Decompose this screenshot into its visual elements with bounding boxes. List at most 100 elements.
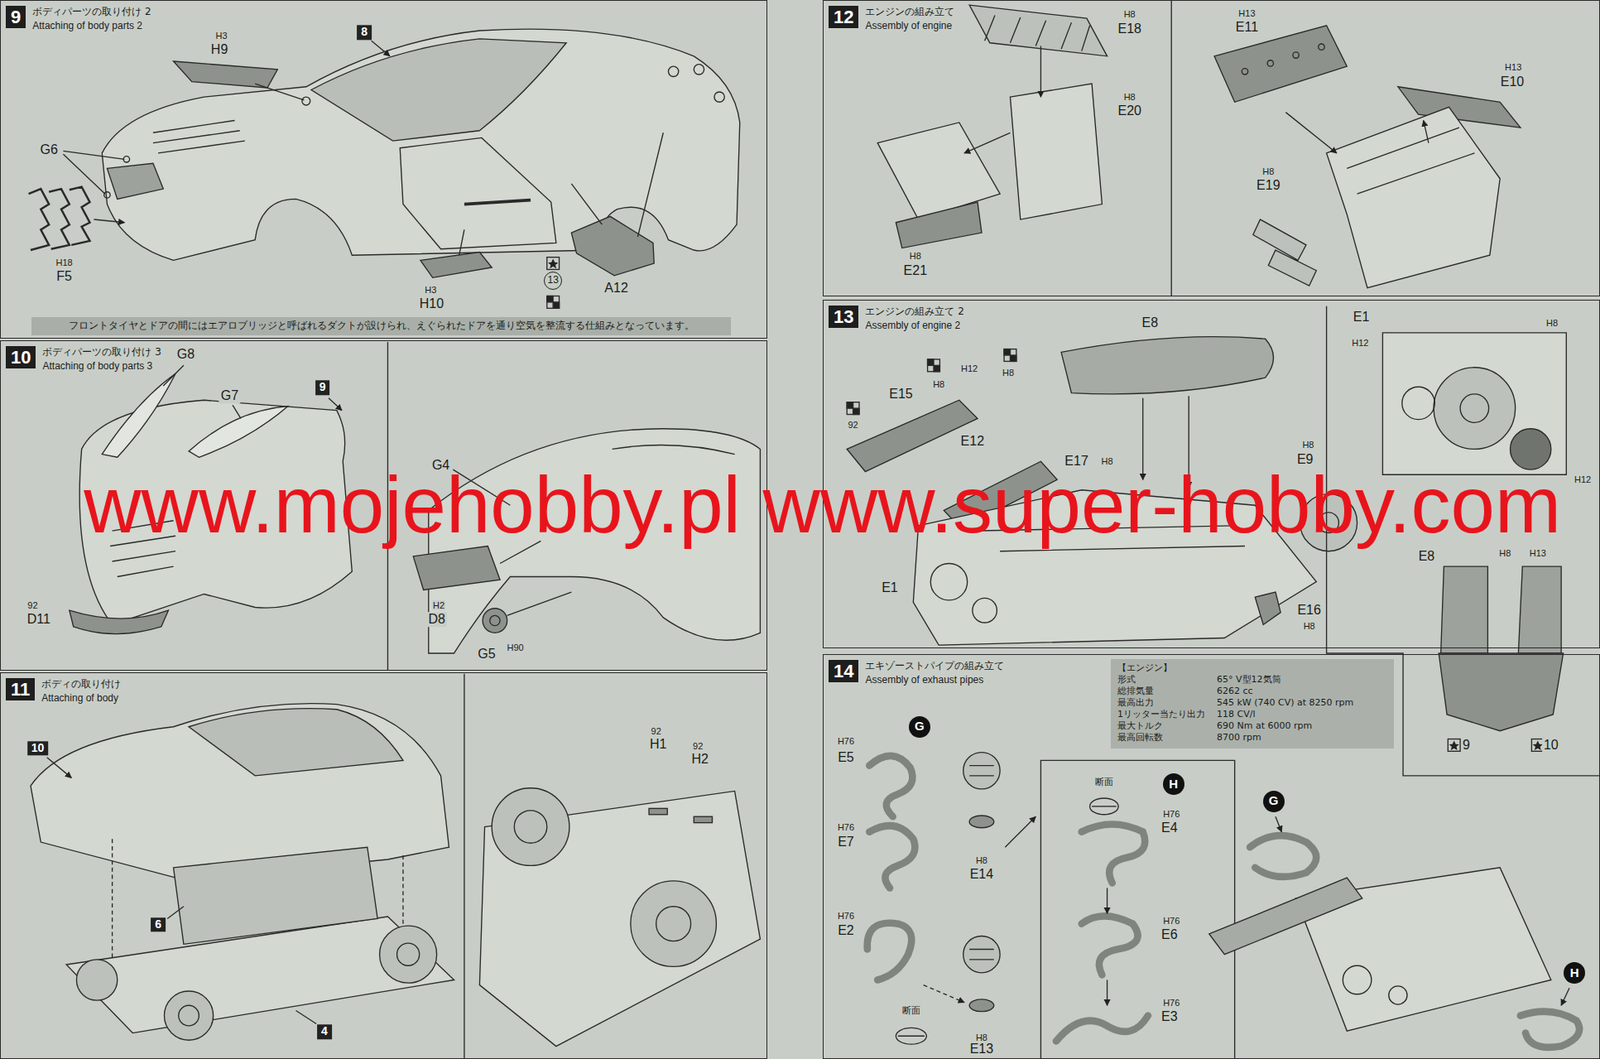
step-number: 10	[5, 345, 36, 369]
table-cell: 最大トルク	[1117, 720, 1163, 731]
part-label: E19	[1254, 178, 1282, 194]
group-marker: H	[1162, 773, 1185, 795]
step-title: ボディパーツの取り付け 2	[32, 5, 151, 18]
part-number-tag: H3	[214, 30, 228, 41]
part-number-tag: H12	[960, 363, 979, 374]
part-number-tag: H8	[975, 1031, 989, 1042]
part-label: E5	[836, 749, 856, 765]
table-cell: 形式	[1117, 673, 1136, 685]
part-label: G8	[175, 346, 197, 362]
part-number-tag: 92	[846, 419, 859, 430]
spec-table: 【エンジン】形式65° V型12気筒総排気量6262 cc最高出力545 kW …	[1110, 658, 1394, 749]
callout-number: 10	[27, 740, 49, 755]
part-number-tag: H76	[1162, 997, 1181, 1008]
part-label: E11	[1234, 19, 1260, 35]
part-number-tag: H8	[1302, 620, 1317, 631]
table-cell: 6262 cc	[1216, 685, 1254, 697]
part-label: D11	[25, 612, 53, 628]
step-panel: 14 エキゾーストパイプの組み立てAssembly of exhaust pipe…	[822, 653, 1600, 1059]
callout-number: 9	[315, 380, 331, 395]
part-label: E6	[1159, 927, 1180, 942]
watermark: www.mojehobby.pl www.super-hobby.com	[83, 461, 1562, 549]
part-number-tag: H8	[908, 250, 923, 261]
group-marker: G	[1263, 790, 1285, 813]
table-cell: 118 CV/l	[1216, 708, 1255, 720]
part-label: H1	[648, 736, 668, 752]
part-label: E1	[879, 580, 900, 596]
part-number-tag: H76	[836, 735, 856, 746]
part-number-tag: H90	[505, 642, 524, 653]
table-cell: 8700 rpm	[1216, 731, 1262, 743]
part-label: A12	[602, 280, 630, 296]
callout-number: 6	[150, 917, 166, 932]
part-number-tag: 92	[650, 725, 663, 736]
part-label: E2	[836, 922, 856, 938]
step-number: 12	[828, 5, 859, 29]
step-number: 11	[5, 677, 35, 701]
step-panel: 12エンジンの組み立てAssembly of engine	[822, 0, 1600, 297]
part-number-tag: H8	[1001, 367, 1015, 378]
part-label: E14	[968, 867, 995, 883]
table-cell: 1リッター当たり出力	[1117, 708, 1206, 720]
part-number-tag: 92	[691, 740, 704, 751]
part-label: 9	[1460, 737, 1472, 753]
part-number-tag: H76	[1162, 915, 1181, 926]
part-label: D8	[426, 612, 447, 628]
step-panel: 9ボディパーツの取り付け 2Attaching of body parts 2フ…	[0, 0, 768, 339]
step-title-en: Assembly of engine 2	[864, 319, 961, 332]
table-cell: 690 Nm at 6000 rpm	[1216, 720, 1312, 731]
step-title-en: Attaching of body parts 3	[42, 360, 153, 372]
part-label: E3	[1159, 1009, 1180, 1024]
step-title: エキゾーストパイプの組み立て	[864, 659, 1005, 672]
part-number-tag: H8	[1261, 166, 1275, 177]
step-title-en: Assembly of exhaust pipes	[864, 673, 984, 686]
part-number-tag: H13	[1528, 547, 1548, 558]
group-marker: H	[1563, 961, 1586, 984]
part-label: E8	[1140, 315, 1161, 331]
part-number-tag: H13	[1503, 62, 1523, 73]
part-number-tag: H3	[423, 284, 438, 295]
step-title: エンジンの組み立て	[864, 5, 955, 18]
part-label: E10	[1499, 74, 1526, 90]
part-label: E8	[1417, 548, 1437, 564]
part-number-tag: H76	[1162, 807, 1181, 818]
table-cell: 545 kW (740 CV) at 8250 rpm	[1216, 696, 1354, 708]
table-cell: 総排気量	[1117, 685, 1154, 697]
part-label: G5	[475, 646, 497, 662]
callout-number: 4	[317, 1024, 332, 1039]
part-label: H10	[418, 297, 446, 313]
part-label: G7	[219, 389, 241, 404]
step-number: 13	[828, 305, 859, 328]
part-number-tag: 92	[26, 600, 39, 611]
part-number-tag: H8	[1498, 547, 1512, 558]
part-number-tag: H18	[55, 257, 74, 268]
step-title-en: Attaching of body	[41, 691, 119, 704]
part-label: E21	[902, 263, 929, 279]
part-label: E18	[1115, 21, 1143, 37]
part-number-tag: H8	[975, 855, 989, 865]
part-number-tag: H13	[1237, 8, 1256, 19]
part-number-tag: 断面	[1094, 776, 1115, 787]
part-number-tag: H8	[932, 378, 946, 389]
part-number-tag: H12	[1573, 474, 1592, 485]
part-number-tag: 断面	[901, 1004, 922, 1015]
step-number: 14	[828, 659, 859, 683]
part-label: F5	[54, 269, 74, 284]
part-number-tag: H8	[1123, 91, 1137, 102]
callout-number: 8	[356, 25, 372, 40]
table-cell: 最高回転数	[1117, 731, 1163, 743]
table-cell: 65° V型12気筒	[1216, 673, 1282, 685]
note-text: フロントタイヤとドアの間にはエアロブリッジと呼ばれるダクトが設けられ、えぐられた…	[36, 319, 726, 333]
part-number-tag: H76	[836, 821, 856, 832]
step-title: エンジンの組み立て 2	[864, 305, 964, 318]
part-label: E1	[1351, 310, 1372, 326]
step-title: ボディの取り付け	[41, 677, 121, 690]
part-label: G6	[38, 142, 60, 158]
step-ref: 13	[543, 271, 563, 290]
note-band: フロントタイヤとドアの間にはエアロブリッジと呼ばれるダクトが設けられ、えぐられた…	[31, 317, 731, 336]
part-label: E13	[968, 1042, 995, 1058]
part-label: E16	[1295, 602, 1322, 618]
group-marker: G	[908, 715, 931, 738]
part-label: E15	[887, 386, 914, 402]
table-heading: 【エンジン】	[1117, 662, 1173, 673]
